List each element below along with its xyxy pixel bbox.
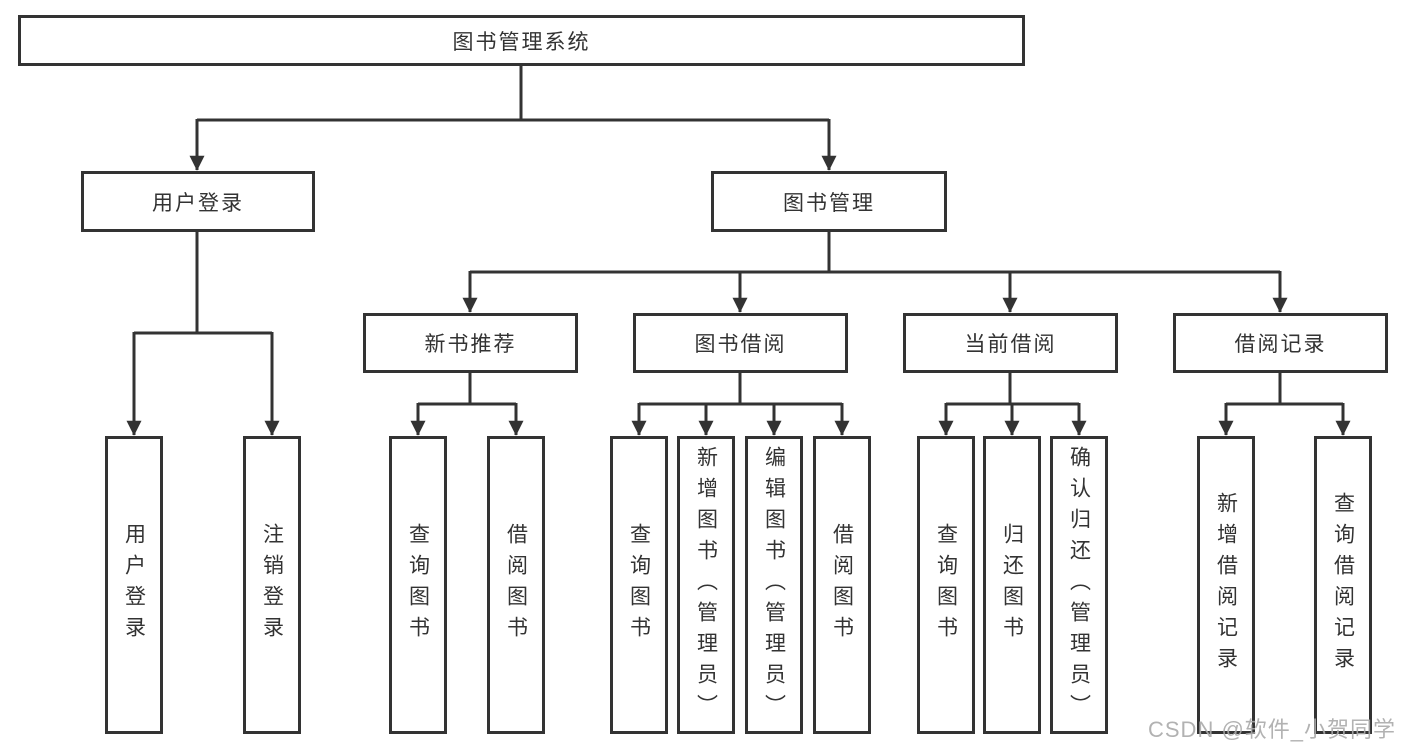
connector-book-borrow-trunk [639, 373, 842, 406]
leaf-newbooks-borrow-books: 借阅图书 [487, 436, 545, 734]
connector-user-login-trunk [134, 232, 272, 335]
leaf-borrow-add-books-admin: 新增图书（管理员） [677, 436, 735, 734]
leaf-borrow-query-books: 查询图书 [610, 436, 668, 734]
connector-root-trunk [197, 66, 829, 122]
node-current-borrow: 当前借阅 [903, 313, 1118, 373]
node-new-book-recommend: 新书推荐 [363, 313, 578, 373]
leaf-records-query-record: 查询借阅记录 [1314, 436, 1372, 734]
leaf-newbooks-query-books: 查询图书 [389, 436, 447, 734]
connector-book-mgmt-trunk [470, 232, 1280, 274]
leaf-borrow-edit-books-admin: 编辑图书（管理员） [745, 436, 803, 734]
connector-current-borrow-trunk [946, 373, 1079, 406]
node-book-borrow: 图书借阅 [633, 313, 848, 373]
node-borrow-records: 借阅记录 [1173, 313, 1388, 373]
leaf-current-confirm-return-admin: 确认归还（管理员） [1050, 436, 1108, 734]
node-user-login: 用户登录 [81, 171, 315, 232]
leaf-current-return-books: 归还图书 [983, 436, 1041, 734]
node-library-system: 图书管理系统 [18, 15, 1025, 66]
leaf-records-add-record: 新增借阅记录 [1197, 436, 1255, 734]
leaf-logout: 注销登录 [243, 436, 301, 734]
connector-borrow-records-trunk [1226, 373, 1343, 406]
csdn-watermark: CSDN @软件_小贺同学 [1148, 717, 1397, 742]
leaf-current-query-books: 查询图书 [917, 436, 975, 734]
leaf-borrow-borrow-books: 借阅图书 [813, 436, 871, 734]
node-book-management: 图书管理 [711, 171, 947, 232]
connector-new-books-trunk [418, 373, 516, 406]
leaf-user-login: 用户登录 [105, 436, 163, 734]
